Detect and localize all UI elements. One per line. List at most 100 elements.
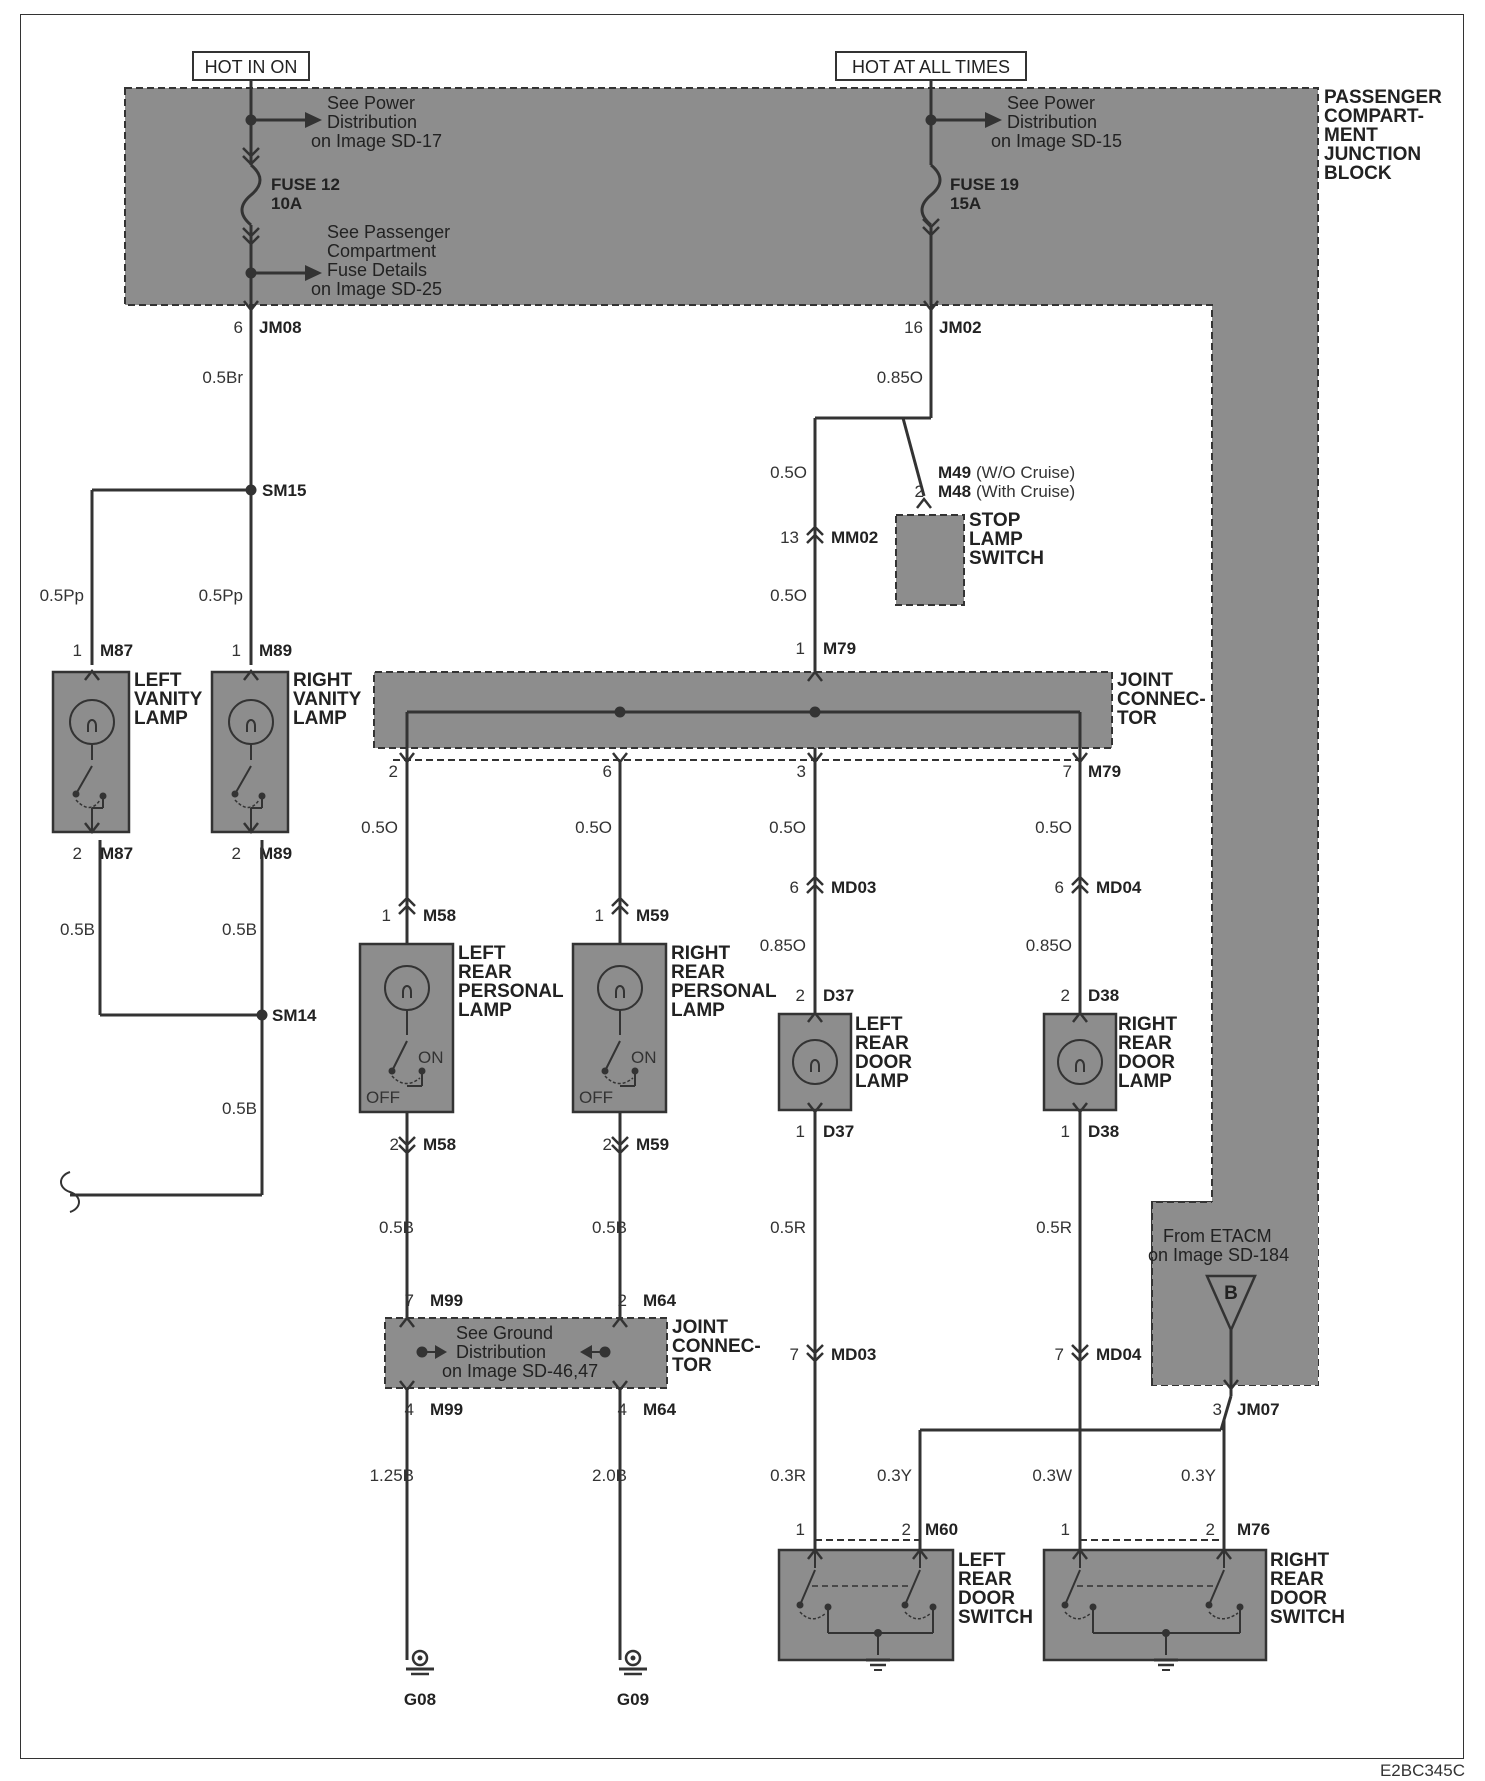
right-rear-personal-lamp: ON OFF RIGHT REAR PERSONAL LAMP <box>571 942 777 1114</box>
hot-in-on-header: HOT IN ON <box>192 51 310 81</box>
joint-connector-top: JOINT CONNEC- TOR 2 6 3 7 M79 <box>373 670 1206 781</box>
wire-05O-2: 0.5O <box>575 818 612 837</box>
svg-text:LEFT: LEFT <box>458 943 506 964</box>
svg-text:REAR: REAR <box>458 962 512 983</box>
svg-text:2: 2 <box>618 1291 627 1310</box>
svg-text:STOP: STOP <box>969 510 1021 531</box>
junction-block-label: PASSENGER COMPART- MENT JUNCTION BLOCK <box>1324 87 1447 184</box>
wire-05O-1: 0.5O <box>361 818 398 837</box>
svg-text:JM07: JM07 <box>1237 1400 1280 1419</box>
hot-at-all-times-header: HOT AT ALL TIMES <box>835 51 1027 81</box>
sm15-splice <box>90 484 257 665</box>
svg-text:M64: M64 <box>643 1400 677 1419</box>
m49-m48-connector: M49 (W/O Cruise) 2 M48 (With Cruise) <box>915 463 1076 501</box>
svg-text:M99: M99 <box>430 1400 463 1419</box>
note-etacm: From ETACM on Image SD-184 <box>1148 1226 1289 1265</box>
svg-text:1: 1 <box>796 1520 805 1539</box>
wire-05O-4: 0.5O <box>1035 818 1072 837</box>
wire-125B: 1.25B <box>370 1466 414 1485</box>
svg-text:RIGHT: RIGHT <box>293 670 353 691</box>
svg-text:LAMP: LAMP <box>293 708 347 729</box>
jm02-connector: JM02 <box>939 318 982 337</box>
wire-05O-3: 0.5O <box>769 818 806 837</box>
svg-text:M59: M59 <box>636 906 669 925</box>
mm02-connector: 13 MM02 <box>780 525 878 547</box>
fuse-19-label: FUSE 19 15A <box>950 175 1024 213</box>
hot-in-on-feed <box>240 80 322 490</box>
svg-text:ON: ON <box>418 1048 444 1067</box>
md03-lower-connector: 7 MD03 <box>790 1343 876 1364</box>
svg-text:RIGHT: RIGHT <box>671 943 731 964</box>
svg-text:2: 2 <box>915 482 924 501</box>
svg-text:MD04: MD04 <box>1096 1345 1142 1364</box>
md04-upper-connector: 6 MD04 <box>1055 875 1142 897</box>
right-rear-door-lamp: 2 D38 RIGHT REAR DOOR LAMP 1 D38 <box>1042 986 1178 1141</box>
svg-text:REAR: REAR <box>671 962 725 983</box>
svg-text:LAMP: LAMP <box>458 1000 512 1021</box>
arrow-right-icon <box>985 112 1002 128</box>
svg-text:1: 1 <box>232 641 241 660</box>
wire-05Pp-right: 0.5Pp <box>199 586 243 605</box>
svg-text:M58: M58 <box>423 906 456 925</box>
wire-085O-d37: 0.85O <box>760 936 806 955</box>
arrow-right-icon <box>305 112 322 128</box>
m59-lower-connector: 2 M59 <box>603 1135 669 1155</box>
svg-text:DOOR: DOOR <box>958 1588 1015 1609</box>
svg-text:1: 1 <box>595 906 604 925</box>
hot-at-all-times-feed <box>920 80 1002 418</box>
wire-05B-right: 0.5B <box>222 920 257 939</box>
svg-text:2: 2 <box>796 986 805 1005</box>
svg-text:JOINT: JOINT <box>1117 670 1173 691</box>
svg-text:DOOR: DOOR <box>1270 1588 1327 1609</box>
svg-text:JOINT: JOINT <box>672 1317 728 1338</box>
svg-text:G09: G09 <box>617 1690 649 1709</box>
svg-text:TOR: TOR <box>672 1355 712 1376</box>
svg-text:G08: G08 <box>404 1690 436 1709</box>
svg-text:M59: M59 <box>636 1135 669 1154</box>
left-rear-door-lamp: 2 D37 LEFT REAR DOOR LAMP 1 D37 <box>777 986 912 1141</box>
m58-lower-connector: 2 M58 <box>390 1135 456 1155</box>
svg-text:TOR: TOR <box>1117 708 1157 729</box>
wire-05Pp-left: 0.5Pp <box>40 586 84 605</box>
svg-text:M60: M60 <box>925 1520 958 1539</box>
svg-text:1: 1 <box>1061 1520 1070 1539</box>
right-rear-door-switch: 1 2 M76 RIGHT REAR DOOR SWITCH <box>1042 1520 1345 1672</box>
svg-text:4: 4 <box>405 1400 414 1419</box>
svg-text:2: 2 <box>389 762 398 781</box>
svg-text:D37: D37 <box>823 1122 854 1141</box>
svg-text:D38: D38 <box>1088 986 1119 1005</box>
svg-text:VANITY: VANITY <box>134 689 203 710</box>
wire-085O-top: 0.85O <box>877 368 923 387</box>
svg-text:M99: M99 <box>430 1291 463 1310</box>
svg-text:7: 7 <box>1055 1345 1064 1364</box>
svg-text:2: 2 <box>390 1135 399 1154</box>
svg-text:6: 6 <box>603 762 612 781</box>
md03-upper-connector: 6 MD03 <box>790 875 876 897</box>
svg-text:DOOR: DOOR <box>855 1052 912 1073</box>
etacm-terminal: B 3 JM07 <box>918 1274 1280 1550</box>
svg-text:2: 2 <box>902 1520 911 1539</box>
image-code: E2BC345C <box>1380 1761 1465 1780</box>
svg-text:RIGHT: RIGHT <box>1118 1014 1178 1035</box>
svg-text:VANITY: VANITY <box>293 689 362 710</box>
svg-text:13: 13 <box>780 528 799 547</box>
svg-text:4: 4 <box>618 1400 627 1419</box>
left-rear-personal-lamp: ON OFF LEFT REAR PERSONAL LAMP <box>358 942 564 1114</box>
m79-in-connector: M79 <box>823 639 856 658</box>
svg-text:M49: M49 <box>938 463 971 482</box>
sm15-label: SM15 <box>262 481 306 500</box>
stop-lamp-switch: STOP LAMP SWITCH <box>813 416 1044 1660</box>
md04-lower-connector: 7 MD04 <box>1055 1343 1142 1364</box>
m58-upper-connector: 1 M58 <box>382 896 456 925</box>
svg-text:LAMP: LAMP <box>134 708 188 729</box>
svg-text:See Ground: See Ground <box>456 1323 553 1343</box>
svg-text:LEFT: LEFT <box>958 1550 1006 1571</box>
svg-text:6: 6 <box>790 878 799 897</box>
svg-text:HOT AT ALL TIMES: HOT AT ALL TIMES <box>852 57 1010 77</box>
jm08-pin: 6 <box>234 318 243 337</box>
svg-text:REAR: REAR <box>855 1033 909 1054</box>
arrow-right-icon <box>305 265 322 281</box>
etacm-box <box>1151 1201 1318 1385</box>
wire-05B-sm14: 0.5B <box>222 1099 257 1118</box>
